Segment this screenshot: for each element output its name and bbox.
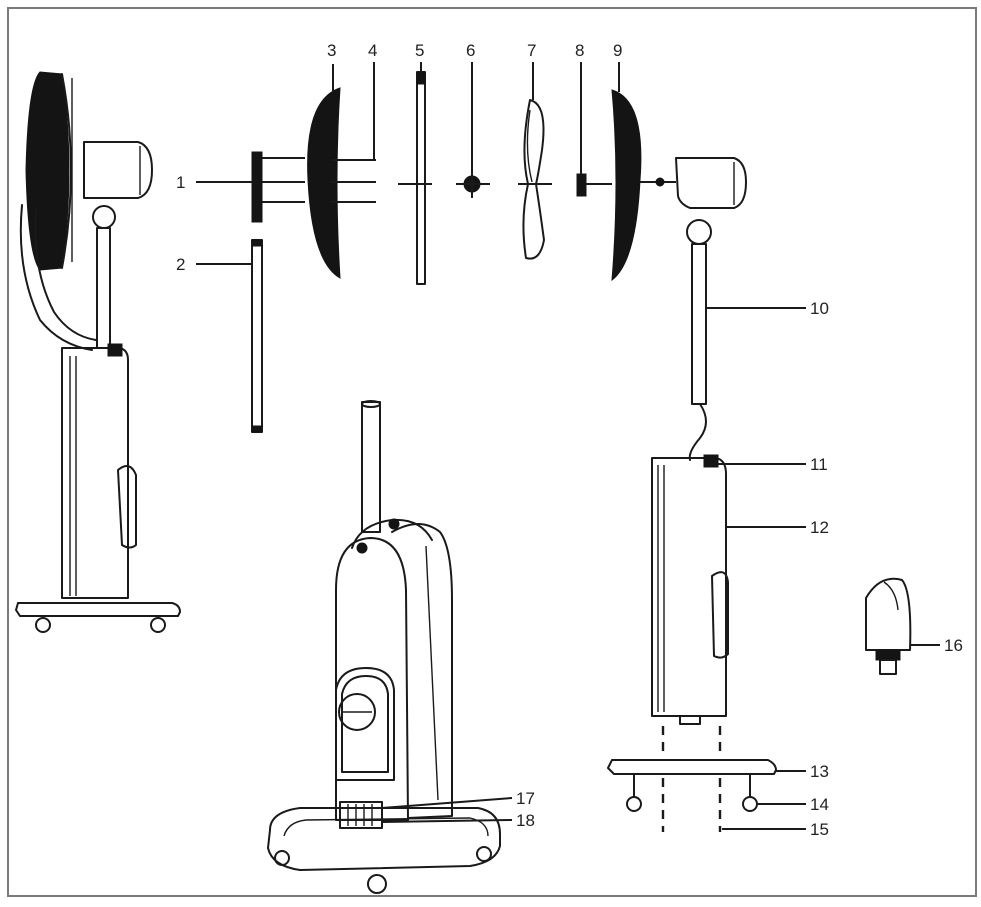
part-rod <box>251 239 263 433</box>
callout-10: 10 <box>810 299 829 318</box>
callout-17: 17 <box>516 789 535 808</box>
callout-9: 9 <box>613 41 622 60</box>
callout-1: 1 <box>176 173 185 192</box>
diagram-frame <box>7 7 977 897</box>
tank-perspective-view <box>267 400 501 894</box>
part-fan-blade <box>518 99 552 260</box>
callout-7: 7 <box>527 41 536 60</box>
part-rear-grill <box>307 87 376 279</box>
callout-4: 4 <box>368 41 377 60</box>
callout-11: 11 <box>810 455 828 474</box>
callout-12: 12 <box>810 518 829 537</box>
part-castors <box>626 774 758 812</box>
part-motor-pole <box>640 157 747 461</box>
callout-8: 8 <box>575 41 584 60</box>
part-float-valve <box>865 577 912 675</box>
assembled-fan-side-view <box>15 71 181 633</box>
part-spinner-rod <box>398 71 432 285</box>
part-front-grill <box>611 89 642 282</box>
callout-2: 2 <box>176 255 185 274</box>
part-tank-side <box>651 454 729 725</box>
callout-16: 16 <box>944 636 963 655</box>
part-blade-cap <box>456 170 490 198</box>
callout-18: 18 <box>516 811 535 830</box>
callout-6: 6 <box>466 41 475 60</box>
callout-5: 5 <box>415 41 424 60</box>
callout-15: 15 <box>810 820 829 839</box>
part-base <box>607 759 777 775</box>
part-connector <box>251 151 305 223</box>
leader-lines <box>196 62 940 830</box>
callout-13: 13 <box>810 762 829 781</box>
callout-3: 3 <box>327 41 336 60</box>
callout-labels: 1 2 3 4 5 6 7 8 9 10 11 12 13 14 15 16 1… <box>176 41 963 839</box>
part-screws-dashed <box>661 726 722 832</box>
callout-14: 14 <box>810 795 829 814</box>
part-nut <box>576 173 612 197</box>
